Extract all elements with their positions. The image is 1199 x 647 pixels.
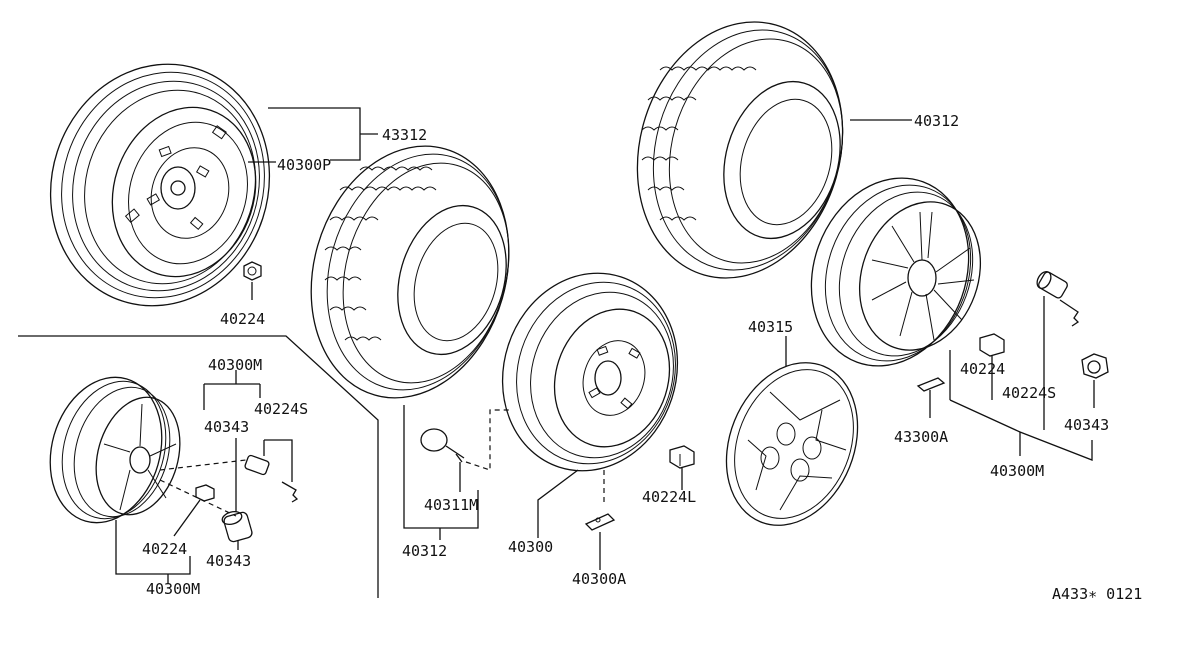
lug-nut-40224L bbox=[669, 445, 695, 469]
diagram-code: A433∗ 0121 bbox=[1052, 585, 1142, 603]
steel-wheel-40300 bbox=[501, 272, 679, 472]
lug-nut-40224-right bbox=[979, 333, 1005, 357]
label-40300M-inset-bottom: 40300M bbox=[146, 580, 200, 598]
label-40224-top: 40224 bbox=[220, 310, 265, 328]
lug-nut-40224-inset bbox=[195, 484, 215, 502]
wheel-cover-40315 bbox=[725, 362, 859, 526]
label-40300A: 40300A bbox=[572, 570, 626, 588]
valve-dash-leader bbox=[465, 409, 510, 471]
leader-40300M-right bbox=[949, 399, 1093, 461]
label-40315: 40315 bbox=[748, 318, 793, 336]
lock-nut-40224S-inset bbox=[244, 454, 299, 503]
label-40224-inset: 40224 bbox=[142, 540, 187, 558]
lug-nut-40224-top bbox=[243, 261, 262, 281]
leader-40300 bbox=[537, 469, 579, 538]
label-40224-right: 40224 bbox=[960, 360, 1005, 378]
leader-43312 bbox=[268, 107, 361, 161]
label-40343-right: 40343 bbox=[1064, 416, 1109, 434]
valve-40311M bbox=[420, 428, 465, 463]
alloy-wheel-40300M-inset bbox=[49, 376, 181, 524]
leader-40224S-inset bbox=[264, 439, 293, 482]
label-40343-inset-bottom: 40343 bbox=[206, 552, 251, 570]
tire-wheel-assembly-top-left bbox=[49, 63, 271, 307]
label-40311M: 40311M bbox=[424, 496, 478, 514]
label-40300: 40300 bbox=[508, 538, 553, 556]
label-40224L: 40224L bbox=[642, 488, 696, 506]
balance-weight-40300A bbox=[584, 513, 616, 531]
wheel-lock-40343-right bbox=[1081, 353, 1109, 379]
label-43300A: 43300A bbox=[894, 428, 948, 446]
label-40343-inset-top: 40343 bbox=[204, 418, 249, 436]
label-40312-top: 40312 bbox=[914, 112, 959, 130]
tire-top-right bbox=[636, 21, 844, 279]
label-40224S-right: 40224S bbox=[1002, 384, 1056, 402]
label-40224S-inset: 40224S bbox=[254, 400, 308, 418]
label-43312: 43312 bbox=[382, 126, 427, 144]
lock-nut-key-40224S-right bbox=[1036, 270, 1080, 327]
label-40300M-inset-top: 40300M bbox=[208, 356, 262, 374]
leader-40312-bottom bbox=[403, 405, 479, 529]
alloy-wheel-40300M-right bbox=[810, 177, 982, 367]
balance-weight-43300A bbox=[916, 377, 946, 392]
label-40300M-right: 40300M bbox=[990, 462, 1044, 480]
wheel-lock-40343-inset bbox=[221, 510, 253, 543]
label-40300P: 40300P bbox=[277, 156, 331, 174]
label-40312-bottom: 40312 bbox=[402, 542, 447, 560]
leader-40300M-inset-bottom bbox=[115, 520, 191, 575]
tire-center bbox=[310, 145, 510, 399]
inset-border bbox=[18, 335, 379, 598]
